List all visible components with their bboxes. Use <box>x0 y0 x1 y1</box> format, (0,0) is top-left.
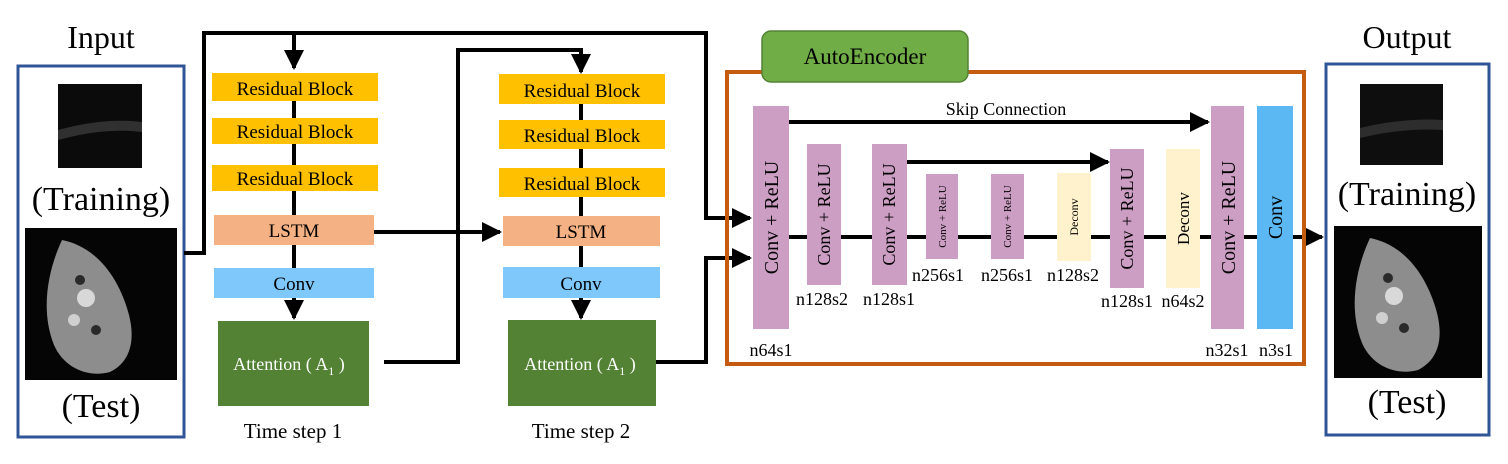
ae-block-4-label: Conv + ReLU <box>937 185 949 247</box>
step1-lstm-label: LSTM <box>269 221 320 242</box>
step1-residual-block-3 <box>212 165 378 191</box>
ae-block-7-label: Conv + ReLU <box>1117 167 1137 269</box>
step1-attention-block <box>218 321 369 406</box>
ae-block-6-label: Deconv <box>1067 198 1081 235</box>
output-training-image <box>1360 84 1443 165</box>
autoencoder: AutoEncoder Skip Connection Conv + ReLU … <box>725 30 1306 366</box>
ae-block-conv-relu-1 <box>753 106 789 329</box>
autoencoder-title: AutoEncoder <box>804 44 927 69</box>
step2-residual-block-1-label: Residual Block <box>524 81 641 102</box>
step1-residual-block-2 <box>212 118 378 144</box>
ae-block-2-param: n128s2 <box>796 289 848 309</box>
input-test-image <box>25 228 177 380</box>
output-title: Output <box>1363 19 1452 55</box>
ae-block-3-param: n128s1 <box>863 289 915 309</box>
step2-conv-label: Conv <box>560 274 602 295</box>
ae-block-final-conv <box>1257 106 1293 329</box>
step2-residual-block-3-label: Residual Block <box>524 174 641 195</box>
step2-residual-block-2-label: Residual Block <box>524 126 641 147</box>
ae-block-5-param: n256s1 <box>981 265 1033 285</box>
ae-block-8-param: n64s2 <box>1161 291 1204 311</box>
ae-block-8-label: Deconv <box>1174 192 1193 245</box>
step2-residual-block-3 <box>499 168 665 197</box>
step2-attention-label: Attention ( A1 ) <box>524 354 636 378</box>
input-to-autoencoder-arrow <box>184 31 752 255</box>
step1-conv-block <box>214 268 374 298</box>
input-training-image <box>58 84 142 168</box>
step2-conv-block <box>503 267 660 298</box>
ae-block-1-param: n64s1 <box>749 340 792 360</box>
ae-block-1-label: Conv + ReLU <box>761 160 783 274</box>
step2-lstm-label: LSTM <box>556 222 607 243</box>
ae-block-deconv-2 <box>1166 149 1200 288</box>
ae-block-9-param: n32s1 <box>1205 340 1248 360</box>
ae-block-conv-relu-6 <box>1110 149 1144 288</box>
step1-residual-block-1 <box>212 73 378 101</box>
step2-caption: Time step 2 <box>532 419 630 443</box>
ae-block-10-param: n3s1 <box>1259 340 1293 360</box>
step1-lstm-block <box>214 215 374 245</box>
input-training-label: (Training) <box>32 181 171 218</box>
step2-attention-block <box>508 320 656 406</box>
autoencoder-frame <box>725 70 1306 366</box>
step1-conv-label: Conv <box>273 274 315 295</box>
ae-block-conv-relu-2 <box>807 144 841 285</box>
time-step-2: Residual Block Residual Block Residual B… <box>499 74 665 443</box>
ae-block-3-label: Conv + ReLU <box>879 163 899 265</box>
ae-block-conv-relu-3 <box>872 144 907 285</box>
ae-block-conv-relu-7 <box>1211 106 1244 329</box>
time-step-1: Residual Block Residual Block Residual B… <box>212 73 378 443</box>
ae-block-2-label: Conv + ReLU <box>814 163 834 265</box>
step1-residual-block-1-label: Residual Block <box>237 79 354 100</box>
step2-residual-block-2 <box>499 120 665 149</box>
input-title: Input <box>67 19 135 55</box>
output-frame <box>1324 62 1491 437</box>
ae-block-9-label: Conv + ReLU <box>1218 160 1240 274</box>
ae-block-conv-relu-5 <box>991 174 1024 259</box>
ae-block-4-param: n256s1 <box>912 265 964 285</box>
step2-residual-block-1 <box>499 74 665 104</box>
attention1-to-step2-arrow <box>384 48 591 364</box>
ae-block-7-param: n128s1 <box>1101 291 1153 311</box>
output-test-image <box>1334 226 1482 378</box>
step1-residual-block-2-label: Residual Block <box>237 122 354 143</box>
skip-connection-label: Skip Connection <box>946 99 1067 119</box>
ae-block-conv-relu-4 <box>926 174 958 259</box>
step2-lstm-block <box>503 216 660 246</box>
attention2-to-autoencoder-arrow <box>656 248 752 364</box>
ae-block-10-label: Conv <box>1265 196 1287 239</box>
step1-attention-label: Attention ( A1 ) <box>233 354 345 378</box>
ae-block-6-param: n128s2 <box>1047 265 1099 285</box>
input-test-label: (Test) <box>62 388 141 425</box>
step1-residual-block-3-label: Residual Block <box>237 169 354 190</box>
ae-block-deconv-1 <box>1057 173 1091 261</box>
autoencoder-title-tag <box>761 30 969 83</box>
ae-block-5-label: Conv + ReLU <box>1002 185 1014 247</box>
output-training-label: (Training) <box>1338 176 1477 213</box>
output-test-label: (Test) <box>1368 384 1447 421</box>
step1-caption: Time step 1 <box>244 419 342 443</box>
